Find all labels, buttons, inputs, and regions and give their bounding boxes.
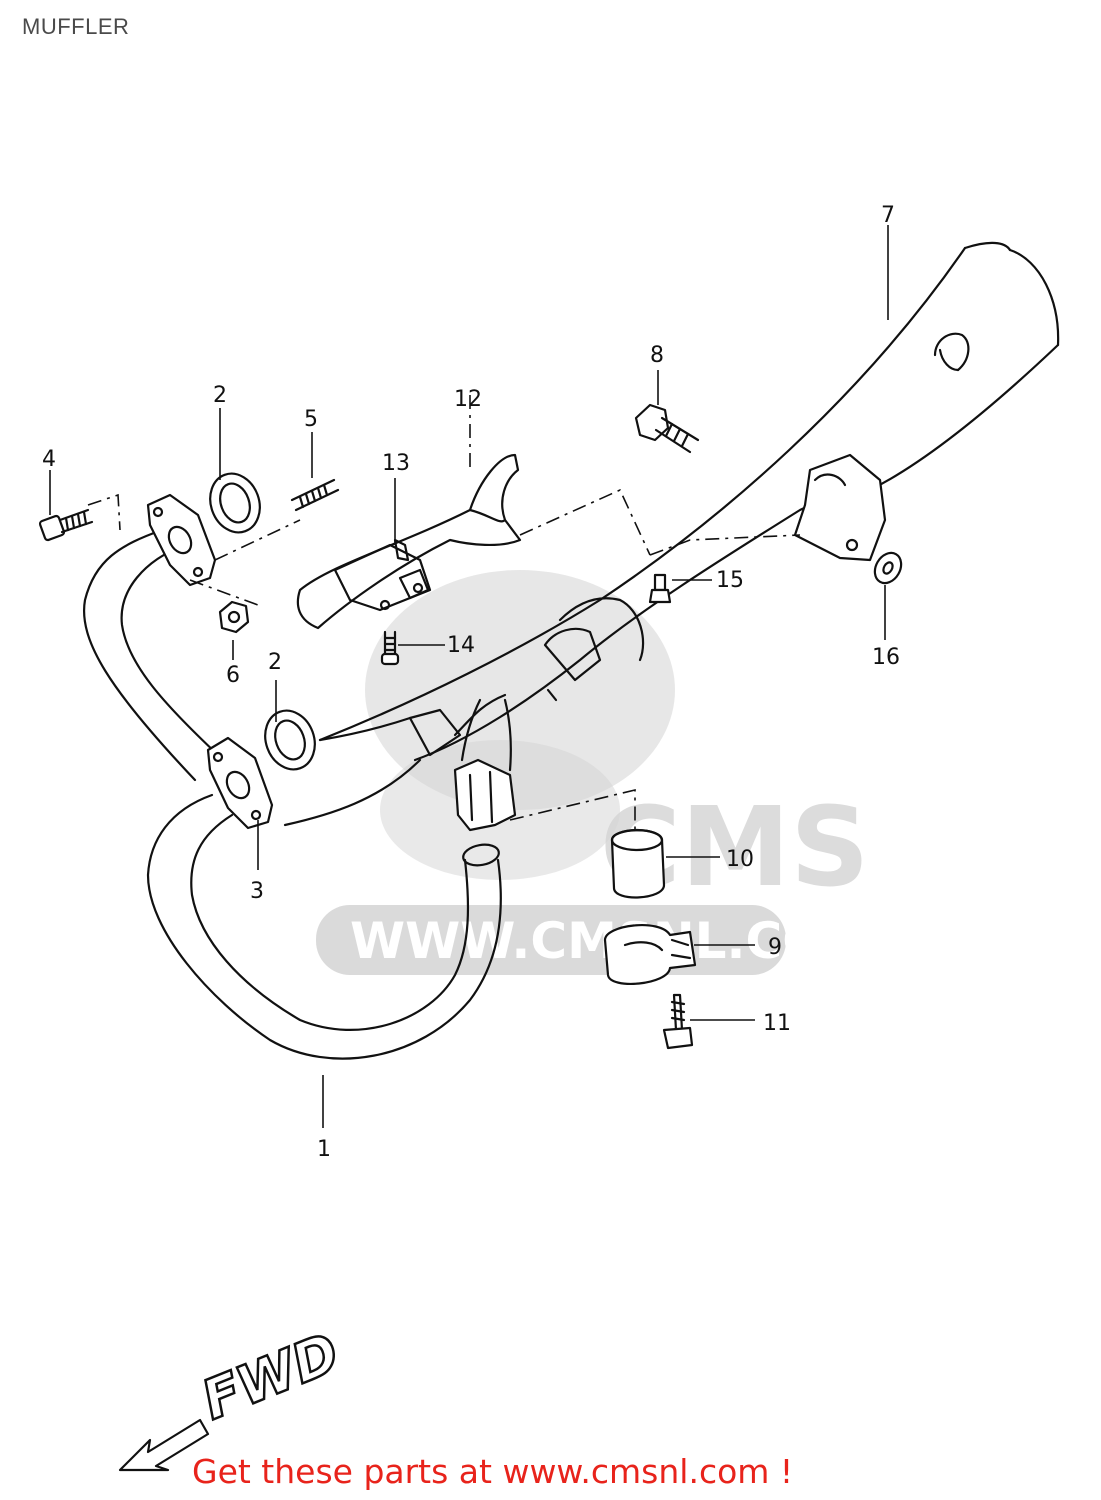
muffler-7 [318,241,1060,762]
part-label-1: 1 [317,1137,331,1162]
screw-14 [380,630,400,666]
nut-6 [218,600,250,634]
bolt-8 [634,403,700,454]
part-label-5: 5 [304,407,318,432]
part-label-8: 8 [650,343,664,368]
fwd-label: FWD [193,1321,348,1432]
part-label-2: 2 [213,383,227,408]
footer-cta-link[interactable]: Get these parts at www.cmsnl.com ! [192,1452,794,1491]
part-label-4: 4 [42,447,56,472]
washer-16 [873,551,903,585]
part-label-11: 11 [763,1011,791,1036]
part-label-9: 9 [768,935,782,960]
bolt-4 [38,508,94,542]
part-label-15: 15 [716,568,744,593]
gasket-lower [264,709,316,771]
heat-protector-12 [296,453,522,630]
part-label-10: 10 [726,847,754,872]
clamp-bolt-11 [662,993,694,1050]
part-label-7: 7 [881,203,895,228]
part-label-12: 12 [454,387,482,412]
part-label-2b: 2 [268,650,282,675]
stud-5 [290,478,340,512]
part-labels: 2 5 4 12 13 8 7 15 14 6 2 16 10 3 9 11 1 [42,203,900,1162]
gasket-upper [209,472,261,534]
exhaust-pipe-1 [83,528,517,1060]
forward-direction-indicator: FWD [118,1319,349,1472]
cmsnl-watermark: CMS WWW.CMSNL.COM [316,570,875,975]
flange-upper [146,493,217,587]
bolt-15 [648,573,672,604]
clamp-9 [603,923,697,986]
part-label-14: 14 [447,633,475,658]
part-label-16: 16 [872,645,900,670]
part-label-13: 13 [382,451,410,476]
part-label-3: 3 [250,879,264,904]
diagram-title: MUFFLER [22,14,130,39]
part-label-6: 6 [226,663,240,688]
connector-sleeve-10 [610,828,666,899]
assembly-lines [87,395,801,830]
leader-lines [49,225,889,1128]
flange-lower [206,736,274,830]
